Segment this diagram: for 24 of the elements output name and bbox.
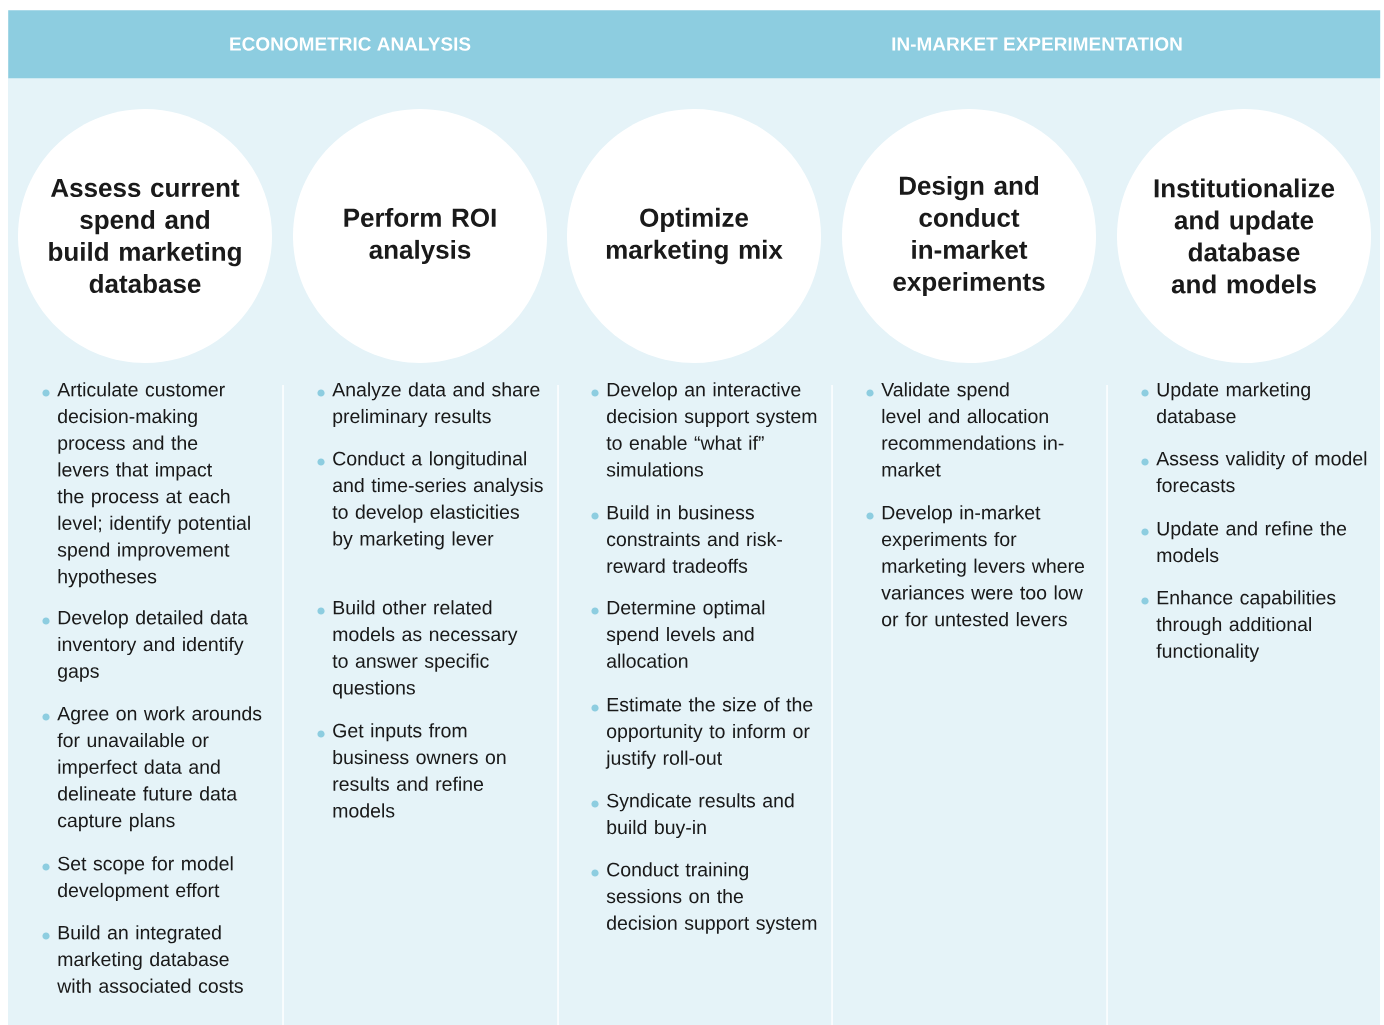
bullet-item: Estimate the size of the opportunity to inform or justify roll-out [591, 697, 813, 769]
bullet-item: Develop an interactive decision support system to enable “what if” simulations [591, 382, 817, 477]
bullet-item: Articulate customer decision-making process and the levers that impact the process at each level; identify potential spend improvement hypotheses [42, 382, 250, 588]
bullet-item: Develop detailed data inventory and identify gaps [42, 610, 248, 682]
bullet-item: Get inputs from business owners on results and refine models [317, 723, 506, 818]
bullet-item: Update and refine the models [1141, 521, 1347, 563]
bullet-item: Syndicate results and build buy-in [591, 793, 794, 839]
bullet-item: Agree on work arounds for unavailable or imperfect data and delineate future data capture plans [42, 706, 262, 832]
bullet-item: Validate spend level and allocation recommendations in-market [866, 382, 1064, 477]
bullet-item: Conduct a longitudinal and time-series analysis to develop elasticities by marketing lever [317, 451, 543, 550]
bullet-item: Conduct training sessions on the decision support system [591, 862, 817, 934]
column-heading: IN-MARKET EXPERIMENTATION [892, 37, 1182, 51]
bullet-item: Update marketing database [1141, 382, 1310, 424]
bullet-item: Build an integrated marketing database with associated costs [42, 925, 243, 993]
bullet-item: Determine optimal spend levels and allocation [591, 600, 765, 668]
column-heading: ECONOMETRIC ANALYSIS [230, 37, 471, 51]
bullet-item: Build in business constraints and risk-reward tradeoffs [591, 505, 782, 573]
bullet-item: Set scope for model development effort [42, 856, 233, 902]
header-band [8, 10, 1381, 79]
bullet-item: Assess validity of model forecasts [1141, 451, 1367, 493]
bullet-item: Develop in-market experiments for marketing levers where variances were too low or for untested levers [866, 505, 1085, 627]
bullet-item: Analyze data and share preliminary results [317, 382, 540, 428]
bullet-item: Enhance capabilities through additional functionality [1141, 590, 1336, 662]
bullet-item: Build other related models as necessary to answer specific questions [317, 600, 518, 699]
